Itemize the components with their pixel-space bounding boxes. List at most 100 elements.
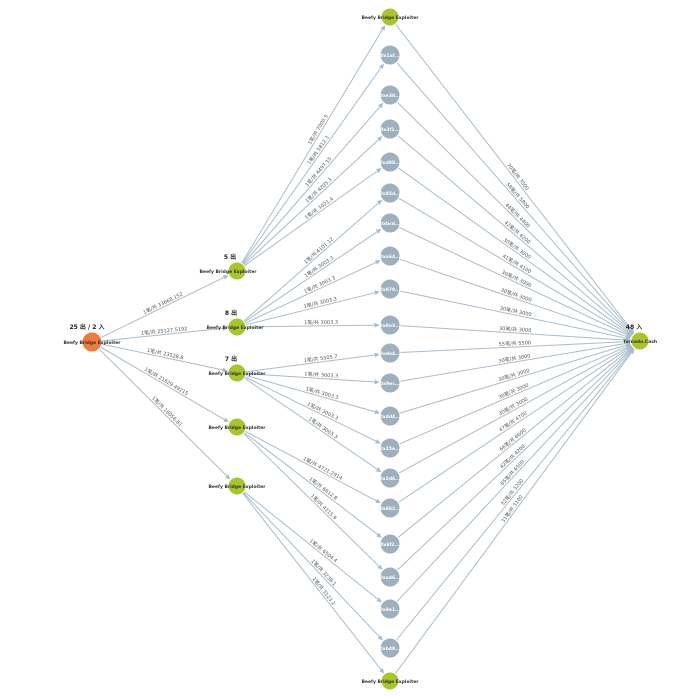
address-node-circle[interactable] <box>379 84 401 106</box>
address-node-circle[interactable] <box>379 467 401 489</box>
bridge-node-circle[interactable] <box>380 671 400 691</box>
node-bottom[interactable]: Beefy Bridge Exploiter <box>361 671 419 691</box>
edge-a7-sink[interactable] <box>399 258 631 339</box>
edge-b2-a8[interactable] <box>245 290 380 326</box>
node-a7[interactable]: 0xa64... <box>379 245 401 267</box>
address-node-circle[interactable] <box>379 372 401 394</box>
node-a19[interactable]: 0xb48... <box>379 637 401 659</box>
node-a1[interactable]: 0x1af... <box>379 44 401 66</box>
edge-a1-sink[interactable] <box>396 62 634 334</box>
edge-b1-top[interactable] <box>241 25 386 264</box>
edge-b1-a3[interactable] <box>243 136 383 266</box>
edge-a14-sink[interactable] <box>398 345 632 474</box>
node-a2[interactable]: 0xe38... <box>379 84 401 106</box>
node-a5[interactable]: 0x85d... <box>379 182 401 204</box>
node-a17[interactable]: 0xad6... <box>379 566 401 588</box>
edge-b2-a9[interactable] <box>245 322 380 328</box>
node-a10[interactable]: 0xde4... <box>379 342 401 364</box>
bridge-node-circle[interactable] <box>630 331 650 351</box>
address-node-circle[interactable] <box>379 497 401 519</box>
edge-a5-sink[interactable] <box>398 197 632 337</box>
address-node-circle[interactable] <box>379 437 401 459</box>
edge-a16-sink[interactable] <box>397 346 633 539</box>
node-a12[interactable]: 0x4d4... <box>379 405 401 427</box>
edge-src-b4[interactable] <box>100 346 229 423</box>
edge-a3-sink[interactable] <box>397 135 633 335</box>
node-top[interactable]: Beefy Bridge Exploiter <box>361 7 419 27</box>
bridge-node-circle[interactable] <box>227 363 247 383</box>
edge-top-sink[interactable] <box>395 23 635 334</box>
address-node-circle[interactable] <box>379 151 401 173</box>
address-node-circle[interactable] <box>379 245 401 267</box>
edge-b1-a1[interactable] <box>241 63 385 264</box>
edge-b3-a13[interactable] <box>244 376 381 444</box>
edge-b3-a11[interactable] <box>245 373 380 385</box>
edge-b3-a12[interactable] <box>245 374 380 415</box>
address-node-circle[interactable] <box>379 598 401 620</box>
bridge-node-circle[interactable] <box>227 317 247 337</box>
edge-b5-bottom[interactable] <box>242 492 385 674</box>
edge-b1-a4[interactable] <box>244 167 382 267</box>
bridge-node-circle[interactable] <box>227 476 247 496</box>
edge-src-b2[interactable] <box>101 325 228 342</box>
node-a15[interactable]: 0x862... <box>379 497 401 519</box>
bridge-node-circle[interactable] <box>227 417 247 437</box>
edge-b2-a7[interactable] <box>244 260 381 324</box>
address-node-circle[interactable] <box>379 566 401 588</box>
bridge-node-circle[interactable] <box>380 7 400 27</box>
edge-b2-a6[interactable] <box>244 228 382 323</box>
edge-b1-a2[interactable] <box>242 102 384 265</box>
edge-a8-sink[interactable] <box>399 290 631 341</box>
address-node-circle[interactable] <box>379 405 401 427</box>
node-b5[interactable]: Beefy Bridge Exploiter <box>208 476 266 496</box>
node-a11[interactable]: 0x9ec... <box>379 372 401 394</box>
node-a4[interactable]: 0xd98... <box>379 151 401 173</box>
edge-b5-a18[interactable] <box>243 491 382 603</box>
edge-a6-sink[interactable] <box>398 226 632 338</box>
source-node-circle[interactable] <box>81 331 103 353</box>
edge-b3-a14[interactable] <box>244 377 382 473</box>
edge-a4-sink[interactable] <box>397 167 633 336</box>
edge-a11-sink[interactable] <box>399 340 631 382</box>
edge-src-b3[interactable] <box>101 343 228 373</box>
node-a13[interactable]: 0x15e... <box>379 437 401 459</box>
edge-a2-sink[interactable] <box>396 101 634 335</box>
edge-b3-a10[interactable] <box>245 352 380 373</box>
address-node-circle[interactable] <box>379 342 401 364</box>
address-node-circle[interactable] <box>379 118 401 140</box>
node-a16[interactable]: 0x6f2... <box>379 533 401 555</box>
edge-b4-a17[interactable] <box>243 432 383 570</box>
edge-b2-a5[interactable] <box>243 199 383 322</box>
edge-bottom-sink[interactable] <box>394 348 635 674</box>
node-a18[interactable]: 0x9e1... <box>379 598 401 620</box>
address-node-circle[interactable] <box>379 314 401 336</box>
edge-a12-sink[interactable] <box>399 342 631 414</box>
node-a9[interactable]: 0x8e3... <box>379 314 401 336</box>
address-node-circle[interactable] <box>379 278 401 300</box>
address-node-circle[interactable] <box>379 212 401 234</box>
edge-a10-sink[interactable] <box>399 339 631 353</box>
node-a8[interactable]: 0x879... <box>379 278 401 300</box>
edge-b5-a19[interactable] <box>242 492 383 641</box>
address-node-circle[interactable] <box>379 637 401 659</box>
node-a3[interactable]: 0x3f1... <box>379 118 401 140</box>
edge-a17-sink[interactable] <box>396 347 634 571</box>
edge-src-b1[interactable] <box>100 274 229 339</box>
edge-a15-sink[interactable] <box>398 346 633 503</box>
edge-a9-sink[interactable] <box>399 325 631 343</box>
edge-b4-a15[interactable] <box>244 430 381 504</box>
edge-b4-a16[interactable] <box>243 432 382 538</box>
address-node-circle[interactable] <box>379 44 401 66</box>
address-node-circle[interactable] <box>379 533 401 555</box>
edge-src-b5[interactable] <box>98 348 231 480</box>
edge-a13-sink[interactable] <box>399 344 632 445</box>
node-b4[interactable]: Beefy Bridge Exploiter <box>208 417 266 437</box>
node-a6[interactable]: 0xbcd... <box>379 212 401 234</box>
address-node-circle[interactable] <box>379 182 401 204</box>
edge-a18-sink[interactable] <box>396 347 634 603</box>
edge-a19-sink[interactable] <box>395 348 635 641</box>
